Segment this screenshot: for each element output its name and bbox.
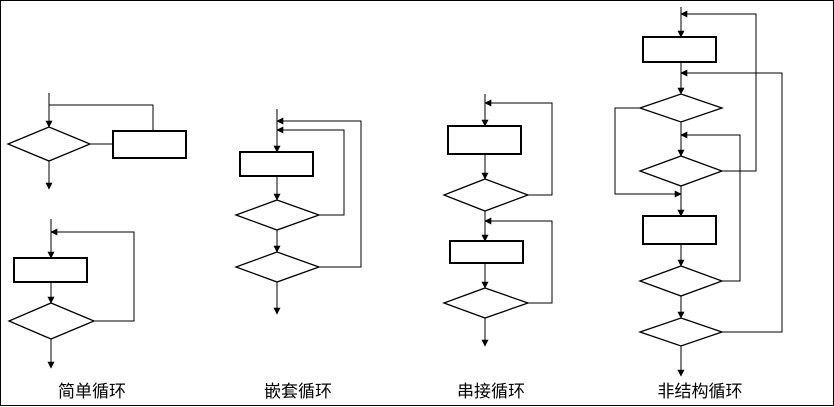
serial-condition-1 bbox=[442, 178, 530, 212]
nested-loop bbox=[234, 109, 362, 315]
unstructured-condition-2 bbox=[638, 155, 724, 187]
serial-body-2 bbox=[449, 240, 524, 264]
caption-unstructured-loop: 非结构循环 bbox=[657, 382, 743, 402]
simple-until-body bbox=[13, 257, 88, 283]
serial-body-1 bbox=[447, 125, 522, 155]
nested-outer-condition bbox=[234, 251, 321, 283]
simple-loop-until bbox=[7, 219, 135, 369]
unstructured-loop bbox=[614, 7, 783, 377]
simple-while-condition bbox=[6, 126, 92, 162]
serial-condition-2 bbox=[442, 287, 530, 319]
unstructured-body-1 bbox=[642, 36, 717, 63]
caption-serial-loop: 串接循环 bbox=[457, 382, 525, 402]
nested-body bbox=[239, 151, 314, 177]
simple-loop-while bbox=[6, 93, 187, 190]
unstructured-condition-1 bbox=[637, 93, 725, 123]
simple-while-body bbox=[112, 130, 187, 159]
caption-simple-loop: 简单循环 bbox=[58, 382, 126, 402]
caption-nested-loop: 嵌套循环 bbox=[264, 382, 332, 402]
unstructured-body-2 bbox=[642, 215, 717, 245]
simple-until-condition bbox=[7, 302, 96, 340]
nested-inner-condition bbox=[234, 199, 321, 231]
serial-loop bbox=[442, 94, 553, 347]
unstructured-condition-4 bbox=[637, 317, 725, 347]
unstructured-condition-3 bbox=[638, 265, 724, 297]
